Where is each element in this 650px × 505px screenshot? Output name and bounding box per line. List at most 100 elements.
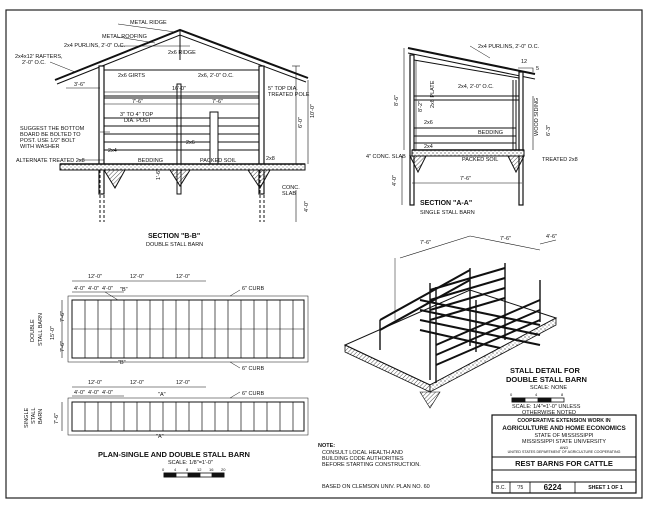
plan-double-side-1: DOUBLE <box>30 319 36 342</box>
label-ridge-2x6: 2x6 RIDGE <box>168 50 196 56</box>
label-d-4-aa: 4'-0" <box>392 175 398 186</box>
plan-double-sub-2: 4'-0" <box>88 286 99 292</box>
tb-line-6: UNITED STATES DEPARTMENT OF AGRICULTURE … <box>507 450 621 454</box>
label-bedding-aa: BEDDING <box>478 130 504 136</box>
tb-line-5: AND <box>559 445 569 450</box>
label-h-6-3: 6'-3" <box>546 125 552 136</box>
plan-single-sub-2: 4'-0" <box>88 390 99 396</box>
label-purlins-aa: 2x4 PURLINS, 2'-0" O.C. <box>478 44 540 50</box>
plan-scale-tick: 12 <box>197 467 202 472</box>
label-metal-roofing: METAL ROOFING <box>102 34 147 40</box>
plan-single-label-a: "A" <box>158 392 166 398</box>
label-rafters-1: 2x4x12' RAFTERS, <box>15 54 63 60</box>
label-plate: 2x8 PLATE <box>430 80 436 108</box>
section-aa-drawing <box>401 45 536 206</box>
plan-scale-tick: 8 <box>186 467 189 472</box>
label-bedding-bb: BEDDING <box>138 158 164 164</box>
label-treated-aa: TREATED 2x8 <box>542 157 578 163</box>
note-line-2: BUILDING CODE AUTHORITIES <box>322 456 404 462</box>
label-suggest-2: BOARD BE BOLTED TO <box>20 132 81 138</box>
tb-sheet: SHEET 1 OF 1 <box>588 485 623 491</box>
section-bb-subtitle: DOUBLE STALL BARN <box>146 242 204 248</box>
label-b-2x4: 2x4 <box>108 148 117 154</box>
label-conc-slab-aa: 4" CONC. SLAB <box>366 154 406 160</box>
tb-line-2: AGRICULTURE AND HOME ECONOMICS <box>502 425 626 432</box>
label-conc-2: SLAB <box>282 191 297 197</box>
label-overhang: 3'-6" <box>74 82 85 88</box>
tb-line-1: COOPERATIVE EXTENSION WORK IN <box>517 418 611 424</box>
plan-double-side-2: STALL BARN <box>38 312 44 346</box>
plan-double-dim-2: 12'-0" <box>130 274 145 280</box>
label-bay-left: 7'-6" <box>132 99 143 105</box>
section-bb-title: SECTION "B-B" <box>148 233 201 240</box>
main-scale-tick: 4 <box>535 392 538 397</box>
plan-double-drawing <box>61 280 309 369</box>
footer-based-on: BASED ON CLEMSON UNIV. PLAN NO. 60 <box>322 484 430 490</box>
plan-scale-tick: 0 <box>162 467 165 472</box>
plan-single-side-2: STALL <box>31 407 37 424</box>
label-post-1: 3" TO 4" TOP <box>120 112 154 118</box>
label-suggest-4: WITH WASHER <box>20 144 60 150</box>
plan-double-h-7-6a: 7'-6" <box>60 311 66 322</box>
tb-code: B.C. <box>496 485 506 491</box>
note-line-1: CONSULT LOCAL HEALTH AND <box>322 450 403 456</box>
scale-note-2: OTHERWISE NOTED <box>522 410 576 416</box>
label-rafters-2: 2'-0" O.C. <box>22 60 46 66</box>
label-b-2x8: 2x8 <box>266 156 275 162</box>
label-b-2x6-aa: 2x6 <box>424 120 433 126</box>
main-scale-tick: 0 <box>510 392 513 397</box>
label-conc-1: CONC. <box>282 185 300 191</box>
label-d-1: 1'-6" <box>156 169 162 180</box>
label-purlins-bb: 2x4 PURLINS, 2'-0" O.C. <box>64 43 126 49</box>
label-pitch-rise: 5 <box>536 66 540 72</box>
note-line-3: BEFORE STARTING CONSTRUCTION. <box>322 462 421 468</box>
label-d-4: 4'-0" <box>304 201 310 212</box>
plan-scale: SCALE: 1/8"=1'-0" <box>168 460 213 466</box>
plan-single-dim-1: 12'-0" <box>88 380 103 386</box>
label-pole-1: 5" TOP DIA. <box>268 86 298 92</box>
label-w-7-6-aa: 7'-6" <box>460 176 471 182</box>
plan-single-h-7-6: 7'-6" <box>54 413 60 424</box>
main-scale-tick: 8 <box>561 392 564 397</box>
plan-scale-tick: 20 <box>221 467 226 472</box>
plan-double-h-7-6b: 7'-6" <box>60 341 66 352</box>
label-h-8-2: 8'-2" <box>418 101 424 112</box>
plan-double-curb: 6" CURB <box>242 286 265 292</box>
stall-detail-title-1: STALL DETAIL FOR <box>510 366 580 375</box>
tb-number: 6224 <box>543 483 562 492</box>
plan-double-dim-3: 12'-0" <box>176 274 191 280</box>
plan-single-dim-3: 12'-0" <box>176 380 191 386</box>
plan-title: PLAN-SINGLE AND DOUBLE STALL BARN <box>98 450 250 459</box>
stall-detail-title-2: DOUBLE STALL BARN <box>506 375 587 384</box>
stall-detail-drawing <box>343 235 558 409</box>
section-aa-subtitle: SINGLE STALL BARN <box>420 210 475 216</box>
label-packed-soil-aa: PACKED SOIL <box>462 157 499 163</box>
label-oc-aa: 2x4, 2'-0" O.C. <box>458 84 494 90</box>
label-suggest-3: POST. USE 1/2" BOLT <box>20 138 76 144</box>
tb-line-3: STATE OF MISSISSIPPI <box>534 433 594 439</box>
label-b-2x6: 2x6 <box>186 140 195 146</box>
plan-single-curb: 6" CURB <box>242 391 265 397</box>
label-girts-oc: 2x6, 2'-0" O.C. <box>198 73 234 79</box>
plan-double-curb-bottom: 6" CURB <box>242 366 265 372</box>
label-h-10: 10'-0" <box>310 103 316 118</box>
tb-line-4: MISSISSIPPI STATE UNIVERSITY <box>522 439 606 445</box>
tb-year: '75 <box>516 485 524 491</box>
label-h-8-6: 8'-6" <box>394 95 400 106</box>
label-wood-siding: WOOD SIDING <box>534 97 540 136</box>
label-suggest-1: SUGGEST THE BOTTOM <box>20 126 85 132</box>
label-b-2x4-aa: 2x4 <box>424 144 433 150</box>
plan-double-dim-1: 12'-0" <box>88 274 103 280</box>
label-post-2: DIA. POST <box>124 118 152 124</box>
plan-single-sub-3: 4'-0" <box>102 390 113 396</box>
plan-scale-tick: 4 <box>174 467 177 472</box>
note-heading: NOTE: <box>318 443 336 449</box>
scale-note-1: SCALE: 1/4"=1'-0" UNLESS <box>512 404 581 410</box>
main-scale-bar-drawing <box>511 397 565 403</box>
stall-dim-4-6: 4'-6" <box>546 234 557 240</box>
stall-dim-7-6a: 7'-6" <box>420 240 431 246</box>
plan-single-marker-a: "A" <box>156 434 164 440</box>
plan-double-h-15: 15'-0" <box>50 325 56 340</box>
